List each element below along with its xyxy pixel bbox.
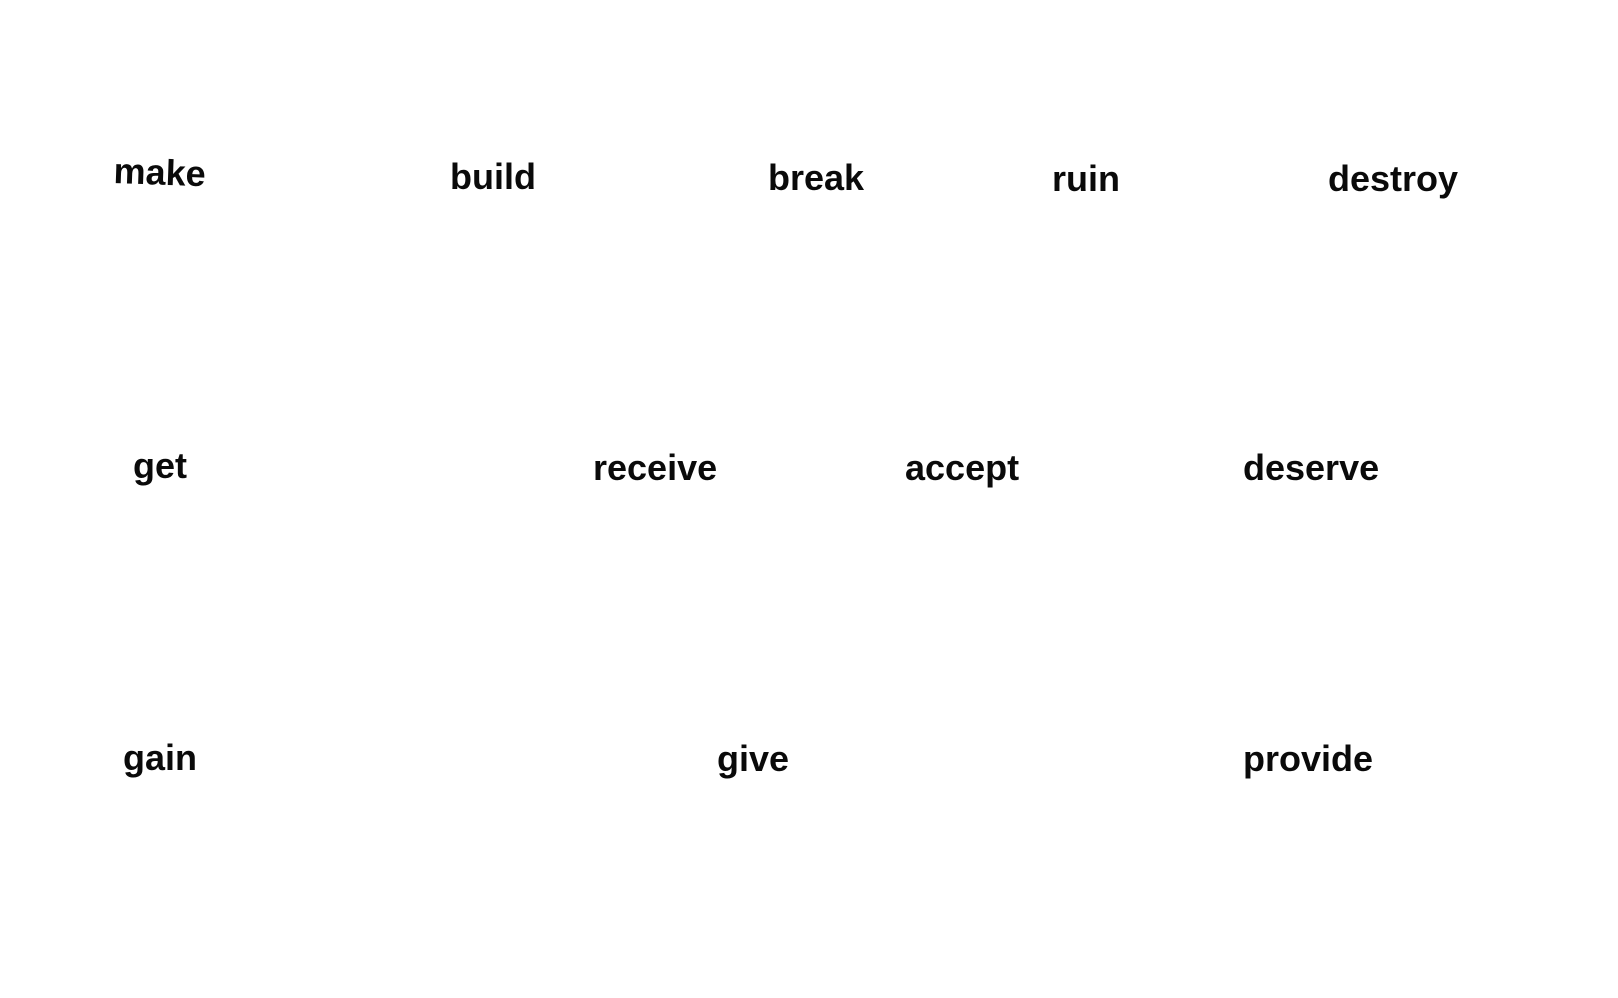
word-tile-receive[interactable]: receive — [593, 447, 718, 488]
word-tile-gain[interactable]: gain — [123, 737, 198, 778]
word-tile-build[interactable]: build — [450, 156, 536, 197]
word-tile-accept[interactable]: accept — [905, 447, 1020, 488]
word-tile-deserve[interactable]: deserve — [1243, 447, 1380, 488]
word-tile-ruin[interactable]: ruin — [1052, 158, 1120, 199]
word-tile-destroy[interactable]: destroy — [1328, 158, 1459, 199]
word-tile-give[interactable]: give — [717, 738, 790, 779]
word-tile-provide[interactable]: provide — [1243, 738, 1374, 779]
word-tile-get[interactable]: get — [133, 445, 187, 486]
word-tile-break[interactable]: break — [768, 157, 865, 198]
word-tile-make[interactable]: make — [112, 150, 207, 195]
